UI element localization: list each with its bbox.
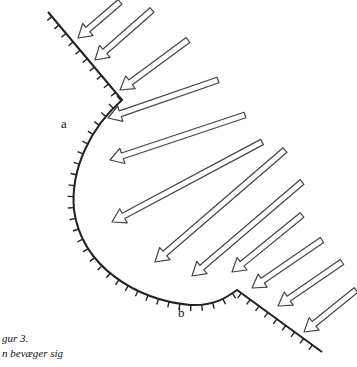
wave-arrow: [95, 8, 154, 60]
caption-fragment: n bevæger sig: [2, 347, 63, 360]
coastline: [48, 12, 322, 352]
wave-arrow: [108, 77, 219, 121]
wave-arrows: [78, 0, 357, 332]
point-label: a: [61, 117, 67, 132]
wave-arrow: [110, 112, 246, 163]
coast-hatching: [47, 17, 312, 350]
wave-arrow: [78, 0, 122, 38]
wave-arrow: [112, 139, 263, 223]
wave-arrow: [304, 288, 357, 332]
wave-arrow: [120, 38, 190, 90]
wave-arrow: [278, 260, 344, 307]
caption-fragment: gur 3.: [2, 332, 28, 345]
point-label: b: [178, 306, 185, 321]
